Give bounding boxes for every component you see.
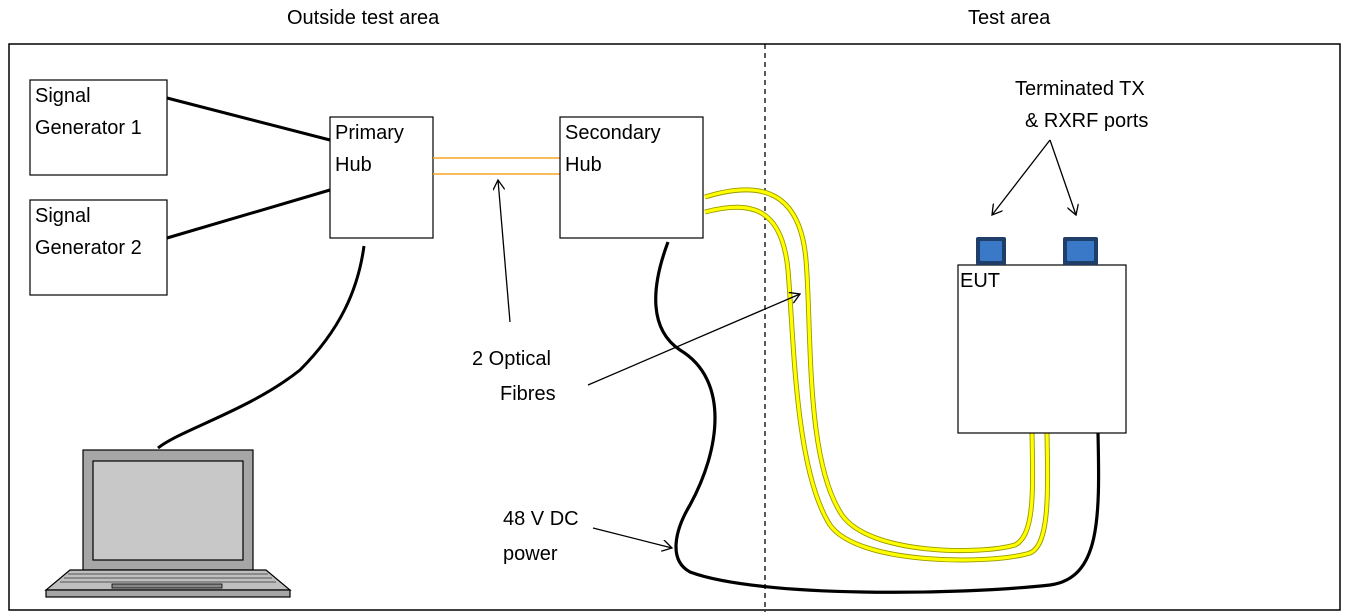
terminated-ports-arrow-1 — [992, 139, 1051, 215]
generator-2-cable — [166, 188, 331, 240]
optical-fibres-arrow-2 — [587, 294, 800, 386]
outer-frame — [8, 43, 1341, 611]
signal-generator-2-label: Signal Generator 2 — [35, 205, 142, 259]
optical-fibres-label: 2 Optical Fibres — [472, 348, 557, 405]
signal-generator-2-box — [29, 199, 168, 296]
dc-power-cable — [654, 241, 1101, 594]
secondary-hub-box — [559, 116, 704, 239]
outside-area-label: Outside test area — [287, 7, 440, 29]
laptop-icon — [44, 449, 292, 598]
terminated-ports-arrow-2 — [1049, 139, 1076, 215]
laptop-cable — [157, 245, 366, 450]
terminated-ports-label: Terminated TX & RXRF ports — [1015, 78, 1150, 132]
generator-1-cable — [166, 96, 331, 142]
dc-power-label: 48 V DC power — [503, 508, 584, 565]
primary-hub-label: Primary Hub — [335, 122, 409, 176]
optical-fibre-cables — [704, 187, 1051, 563]
secondary-hub-label: Secondary Hub — [565, 122, 666, 176]
dc-power-arrow — [592, 527, 672, 548]
signal-generator-1-box — [29, 79, 168, 176]
primary-hub-box — [329, 116, 434, 239]
signal-generator-1-label: Signal Generator 1 — [35, 85, 142, 139]
rx-port-icon — [1063, 237, 1098, 265]
optical-fibres-arrow-1 — [498, 180, 511, 323]
eut-label: EUT — [960, 270, 1000, 292]
tx-port-icon — [976, 237, 1006, 265]
eut-box — [957, 264, 1127, 434]
test-area-label: Test area — [968, 7, 1051, 29]
